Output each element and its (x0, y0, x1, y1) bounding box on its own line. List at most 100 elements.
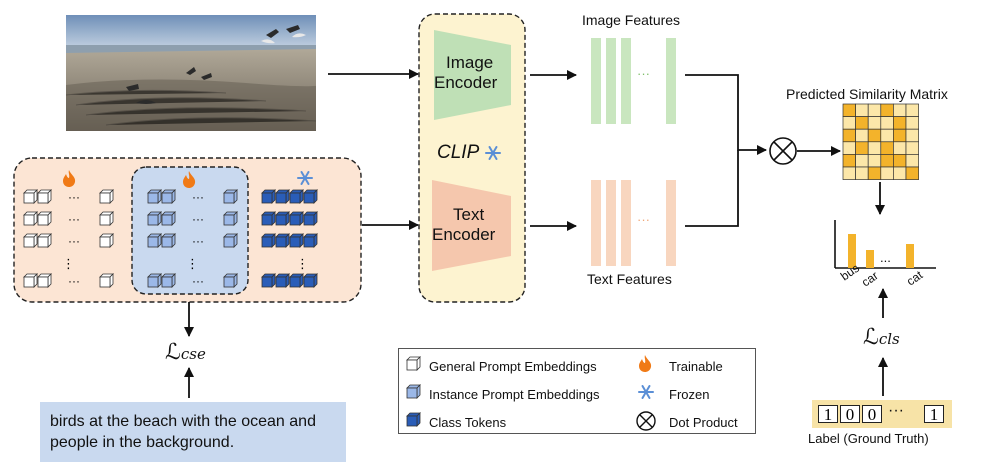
flame-icon (63, 170, 76, 187)
embedding-cube (23, 211, 38, 226)
text-features-dots: ··· (637, 212, 650, 227)
loss-cls: ℒcls (863, 325, 900, 350)
matrix-cell (842, 141, 856, 155)
snowflake-icon (297, 171, 313, 185)
embedding-cube (147, 211, 162, 226)
text-encoder-block (432, 180, 511, 271)
text-encoder-label-line1: Text (453, 205, 485, 224)
matrix-cell (893, 103, 907, 117)
matrix-cell (893, 128, 907, 143)
matrix-cell (867, 128, 882, 143)
image-encoder-block (434, 30, 511, 120)
horizontal-ellipsis: ··· (192, 274, 204, 288)
embedding-cube (161, 211, 176, 226)
embedding-cube (99, 273, 114, 288)
matrix-cell (842, 128, 856, 143)
embedding-cube (147, 233, 162, 248)
beach-photo (66, 15, 316, 131)
loss-symbol: ℒ (165, 340, 181, 365)
dot-product-icon (636, 411, 656, 431)
prediction-bar (906, 244, 914, 268)
flame-icon (183, 171, 196, 188)
matrix-cell (855, 116, 869, 130)
embedding-cube (289, 211, 304, 226)
embedding-cube (161, 233, 176, 248)
legend: General Prompt Embeddings Instance Promp… (398, 348, 756, 434)
gt-value: 1 (818, 405, 838, 424)
matrix-cell (867, 166, 882, 180)
matrix-cell (905, 166, 919, 180)
gt-ellipsis: ··· (888, 402, 904, 419)
text-features (591, 180, 676, 266)
connector-image-features (685, 74, 767, 155)
matrix-cell (880, 166, 894, 180)
loss-cse: ℒcse (165, 340, 206, 365)
embedding-cube (289, 233, 304, 248)
embedding-cube (23, 189, 38, 204)
horizontal-ellipsis: ··· (68, 190, 80, 204)
ground-truth-vector: 1 0 0 ··· 1 (812, 400, 952, 428)
embedding-cube (161, 189, 176, 204)
embedding-cube (99, 189, 114, 204)
snowflake-icon (638, 385, 654, 399)
vertical-ellipsis: ⋮ (296, 257, 309, 272)
embedding-cube (261, 189, 276, 204)
prediction-bar (866, 250, 874, 268)
embedding-cube (303, 273, 318, 288)
embedding-cube (37, 233, 52, 248)
legend-general-prompt: General Prompt Embeddings (429, 359, 597, 374)
gt-value: 0 (840, 405, 860, 424)
text-caption: birds at the beach with the ocean and pe… (40, 402, 346, 462)
matrix-cell (905, 154, 919, 168)
horizontal-ellipsis: ··· (192, 234, 204, 248)
embedding-cube (23, 233, 38, 248)
matrix-cell (855, 154, 869, 168)
gt-value: 1 (924, 405, 944, 424)
embedding-cube (147, 273, 162, 288)
similarity-matrix-title: Predicted Similarity Matrix (786, 86, 948, 102)
vertical-ellipsis: ⋮ (62, 257, 75, 272)
embedding-cube (303, 233, 318, 248)
matrix-cell (905, 116, 919, 130)
embedding-cube (261, 233, 276, 248)
embedding-cube (161, 273, 176, 288)
legend-class-tokens: Class Tokens (429, 415, 507, 430)
image-features (591, 38, 676, 124)
matrix-cell (880, 103, 894, 117)
embedding-cube (303, 211, 318, 226)
legend-instance-prompt: Instance Prompt Embeddings (429, 387, 600, 402)
clip-label: CLIP (437, 142, 480, 163)
matrix-cell (867, 103, 882, 117)
gt-value: 0 (862, 405, 882, 424)
dot-product-icon (769, 137, 797, 165)
matrix-cell (905, 141, 919, 155)
matrix-cell (867, 154, 882, 168)
similarity-matrix (842, 103, 919, 180)
matrix-cell (893, 141, 907, 155)
matrix-cell (880, 116, 894, 130)
embedding-cube (223, 233, 238, 248)
matrix-cell (893, 166, 907, 180)
embedding-cube (23, 273, 38, 288)
embedding-cube (37, 189, 52, 204)
matrix-cell (842, 116, 856, 130)
embedding-cube (261, 273, 276, 288)
matrix-cell (842, 166, 856, 180)
prompt-embeddings: ············⋮············⋮⋮ (23, 189, 318, 288)
embedding-cube (275, 233, 290, 248)
image-features-dots: ··· (637, 66, 650, 81)
horizontal-ellipsis: ··· (192, 190, 204, 204)
matrix-cell (855, 128, 869, 143)
horizontal-ellipsis: ··· (68, 234, 80, 248)
legend-frozen: Frozen (669, 387, 710, 402)
image-features-label: Image Features (582, 12, 681, 28)
horizontal-ellipsis: ··· (68, 212, 80, 226)
matrix-cell (905, 128, 919, 143)
matrix-cell (867, 116, 882, 130)
horizontal-ellipsis: ··· (68, 274, 80, 288)
matrix-cell (842, 103, 856, 117)
matrix-cell (880, 141, 894, 155)
matrix-cell (905, 103, 919, 117)
embedding-cube (223, 189, 238, 204)
embedding-cube (223, 211, 238, 226)
